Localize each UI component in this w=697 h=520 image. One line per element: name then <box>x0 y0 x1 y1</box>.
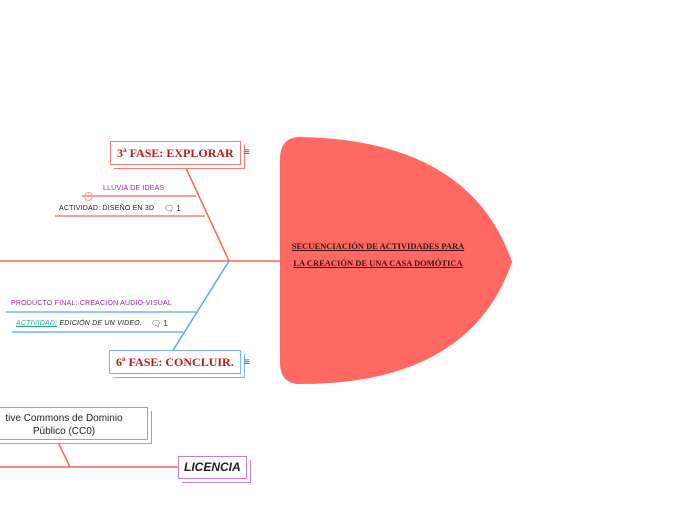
branch-phase6 <box>171 260 230 353</box>
fish-head <box>280 137 512 384</box>
license-text-box[interactable]: tive Commons de Dominio Público (CC0) <box>0 407 148 440</box>
hamburger-icon[interactable]: ≡ <box>244 147 250 158</box>
comment-icon: 🗨 <box>164 204 175 213</box>
license-text-line2: Público (CC0) <box>32 426 96 437</box>
comment-indicator[interactable]: 🗨 1 <box>164 204 181 213</box>
comment-indicator[interactable]: 🗨 1 <box>151 319 168 328</box>
comment-count: 1 <box>163 319 168 328</box>
license-text-line1: tive Commons de Dominio <box>5 413 123 424</box>
hamburger-icon[interactable]: ≡ <box>244 357 250 368</box>
subtopic-lluvia-ideas[interactable]: LLUVIA DE IDEAS <box>103 185 165 192</box>
info-icon[interactable]: i <box>84 192 93 201</box>
comment-icon: 🗨 <box>151 319 162 328</box>
comment-count: 1 <box>176 204 181 213</box>
topic-phase6[interactable]: 6ª FASE: CONCLUIR. <box>109 350 241 374</box>
topic-phase3[interactable]: 3ª FASE: EXPLORAR <box>110 141 241 165</box>
subtopic-edicion-video-text: EDICIÓN DE UN VIDEO. <box>57 320 143 327</box>
head-title[interactable]: SECUENCIACIÓN DE ACTIVIDADES PARA LA CRE… <box>291 241 465 268</box>
license-connector <box>56 439 71 468</box>
subtopic-producto-final[interactable]: PRODUCTO FINAL: CREACIÓN AUDIO-VISUAL <box>11 300 172 307</box>
topic-licencia[interactable]: LICENCIA <box>178 456 247 479</box>
actividad-link[interactable]: ACTIVIDAD: <box>16 320 58 327</box>
branch-phase3 <box>184 165 230 262</box>
subtopic-diseno-3d[interactable]: ACTIVIDAD: DISEÑO EN 3D <box>59 205 155 212</box>
subtopic-edicion-video[interactable]: ACTIVIDAD: EDICIÓN DE UN VIDEO. <box>16 320 142 327</box>
